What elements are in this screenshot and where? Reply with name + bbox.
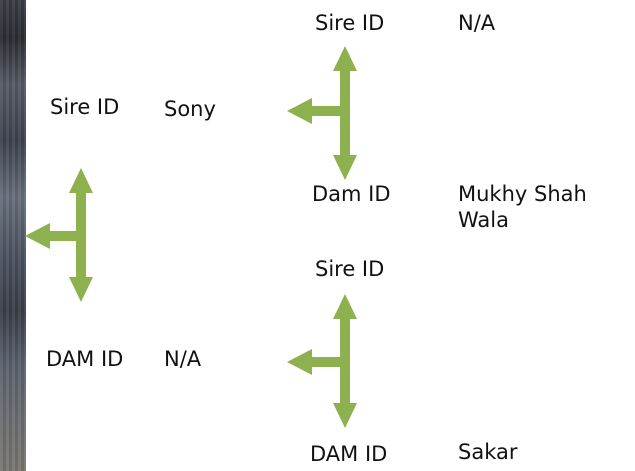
dam-sire-id-label: Sire ID xyxy=(315,257,385,281)
dam-dam-id-label: DAM ID xyxy=(310,442,388,466)
sire-id-value: Sony xyxy=(164,97,216,121)
sire-sire-id-label: Sire ID xyxy=(315,11,385,35)
lower-connector-arrow xyxy=(287,294,357,428)
upper-connector-arrow xyxy=(287,46,357,180)
dam-dam-id-value: Sakar xyxy=(458,440,518,464)
sire-sire-id-value: N/A xyxy=(458,11,496,35)
dam-id-value: N/A xyxy=(164,347,202,371)
background-photo xyxy=(0,0,26,471)
sire-dam-id-label: Dam ID xyxy=(312,182,391,206)
main-connector-arrow xyxy=(25,168,93,302)
dam-id-label: DAM ID xyxy=(46,347,124,371)
sire-dam-id-value: Mukhy Shah Wala xyxy=(458,182,587,233)
sire-id-label: Sire ID xyxy=(50,95,120,119)
